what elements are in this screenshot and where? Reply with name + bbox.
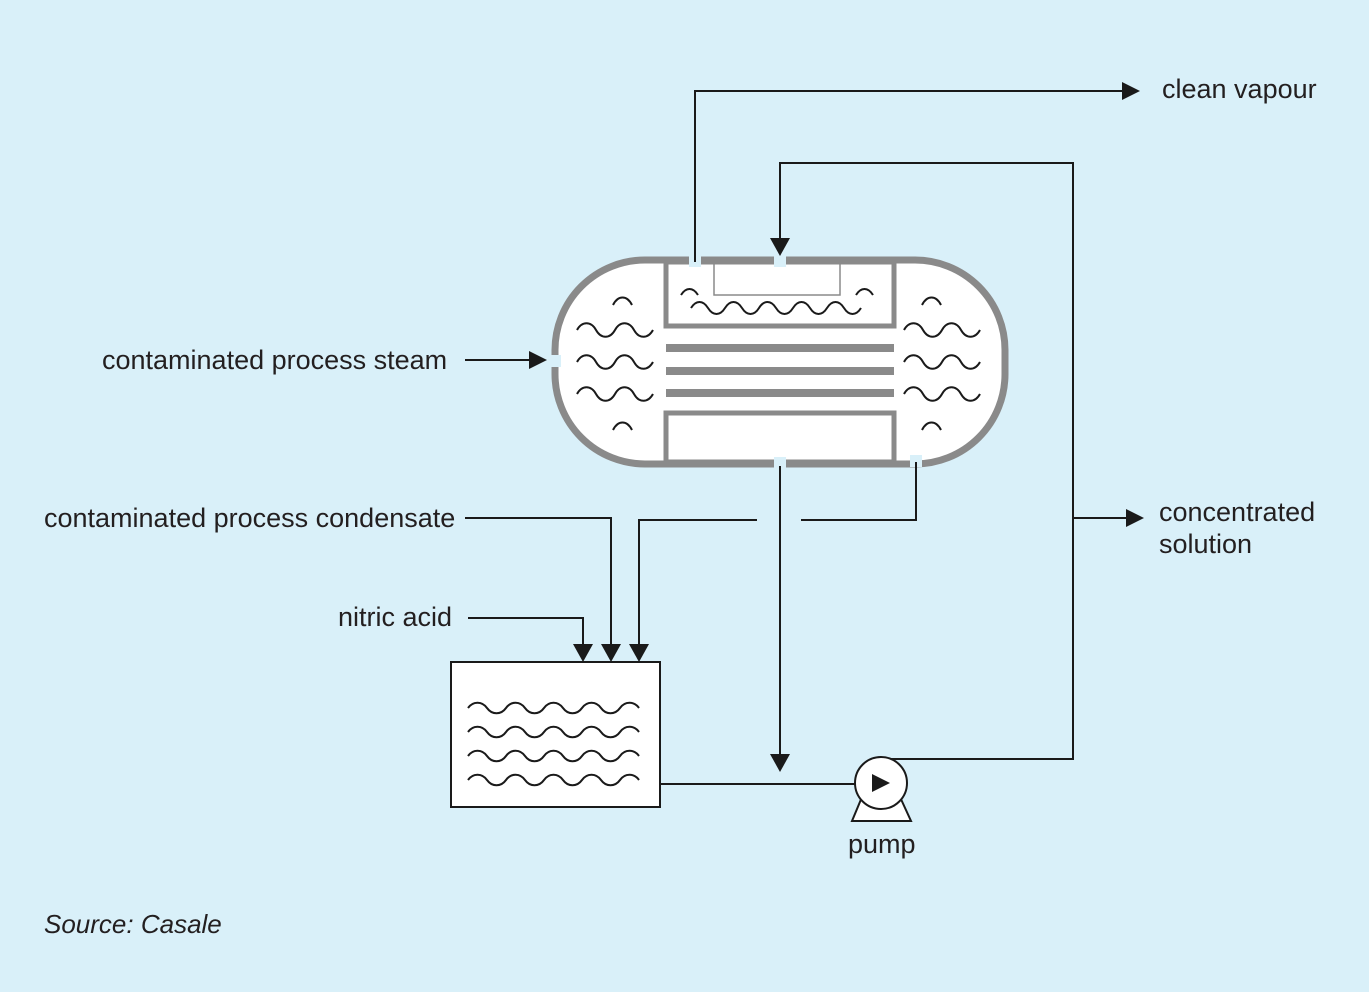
steam-inlet-port <box>549 355 561 367</box>
tank <box>450 661 661 808</box>
steam-inlet-line <box>465 351 547 369</box>
nitric-acid-line <box>468 617 593 662</box>
vapour-chamber <box>663 259 897 329</box>
condensate-outlet-port <box>910 455 922 467</box>
bottom-outlet-line <box>770 466 790 772</box>
clean-vapour-line <box>694 82 1140 262</box>
pump-icon <box>850 756 913 822</box>
clean-vapour-label: clean vapour <box>1162 74 1317 104</box>
bottom-chamber <box>663 410 897 465</box>
contaminated-condensate-label: contaminated process condensate <box>44 503 456 533</box>
concentrated-solution-label-line1: concentrated <box>1159 497 1316 527</box>
recycle-inlet-port <box>774 255 786 267</box>
tank-body <box>450 661 661 808</box>
condensate-lines <box>465 462 917 662</box>
nitric-acid-label: nitric acid <box>338 602 453 632</box>
source-caption: Source: Casale <box>44 909 222 939</box>
steam-waves <box>576 288 981 431</box>
pump-label: pump <box>848 829 916 859</box>
evaporator-vessel <box>549 255 1009 469</box>
contaminated-steam-label: contaminated process steam <box>102 345 448 375</box>
bottom-outlet-port <box>774 457 786 469</box>
recycle-line <box>770 162 1074 760</box>
concentrated-solution-label-line2: solution <box>1159 529 1253 559</box>
concentrated-solution-line <box>1073 509 1144 527</box>
